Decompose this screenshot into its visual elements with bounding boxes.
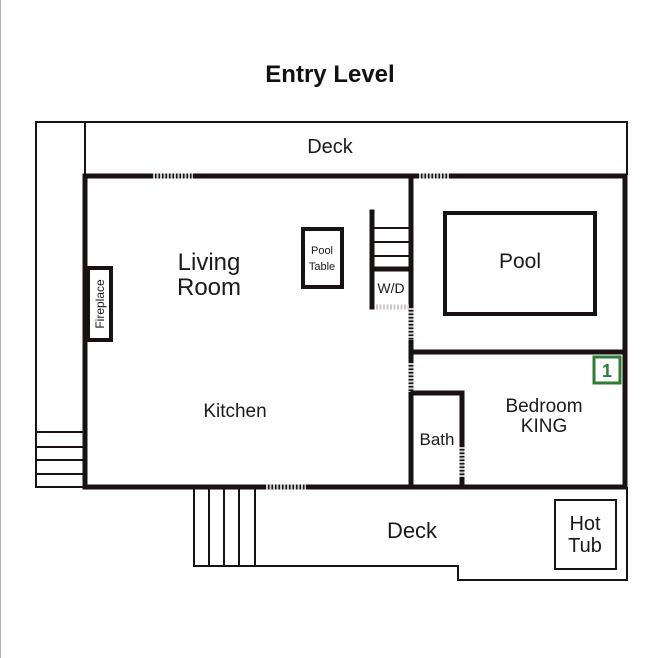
pool-table-label-2: Table — [309, 261, 335, 273]
hot-tub-label-1: Hot — [569, 513, 601, 535]
bedroom-label-2: KING — [521, 416, 567, 437]
floor-title: Entry Level — [265, 61, 394, 88]
pool — [443, 211, 597, 316]
interior-stairs — [369, 209, 414, 310]
bottom-stairs — [208, 487, 256, 566]
fireplace-label: Fireplace — [93, 279, 107, 329]
bedroom-number-badge — [592, 355, 622, 385]
pool-table-label-1: Pool — [311, 245, 333, 257]
deck-top-outline-right — [85, 121, 628, 175]
pool-label: Pool — [499, 250, 541, 273]
bedroom-number: 1 — [602, 361, 612, 381]
bath-label: Bath — [420, 430, 455, 449]
kitchen-label: Kitchen — [203, 401, 266, 422]
deck-top-label: Deck — [307, 136, 354, 158]
hot-tub — [554, 499, 617, 570]
hot-tub-label-2: Tub — [568, 535, 602, 557]
living-room-label-2: Room — [177, 274, 241, 301]
fireplace — [86, 266, 113, 342]
page-edge — [0, 0, 1, 658]
deck-bottom-outline — [193, 487, 628, 581]
deck-top-outline — [35, 121, 86, 488]
deck-bottom-label: Deck — [387, 518, 438, 543]
left-stairs — [36, 431, 85, 475]
bedroom-label-1: Bedroom — [505, 396, 582, 417]
pool-table — [301, 227, 344, 289]
washer-dryer-label: W/D — [377, 280, 404, 296]
living-room-label-1: Living — [178, 249, 241, 276]
